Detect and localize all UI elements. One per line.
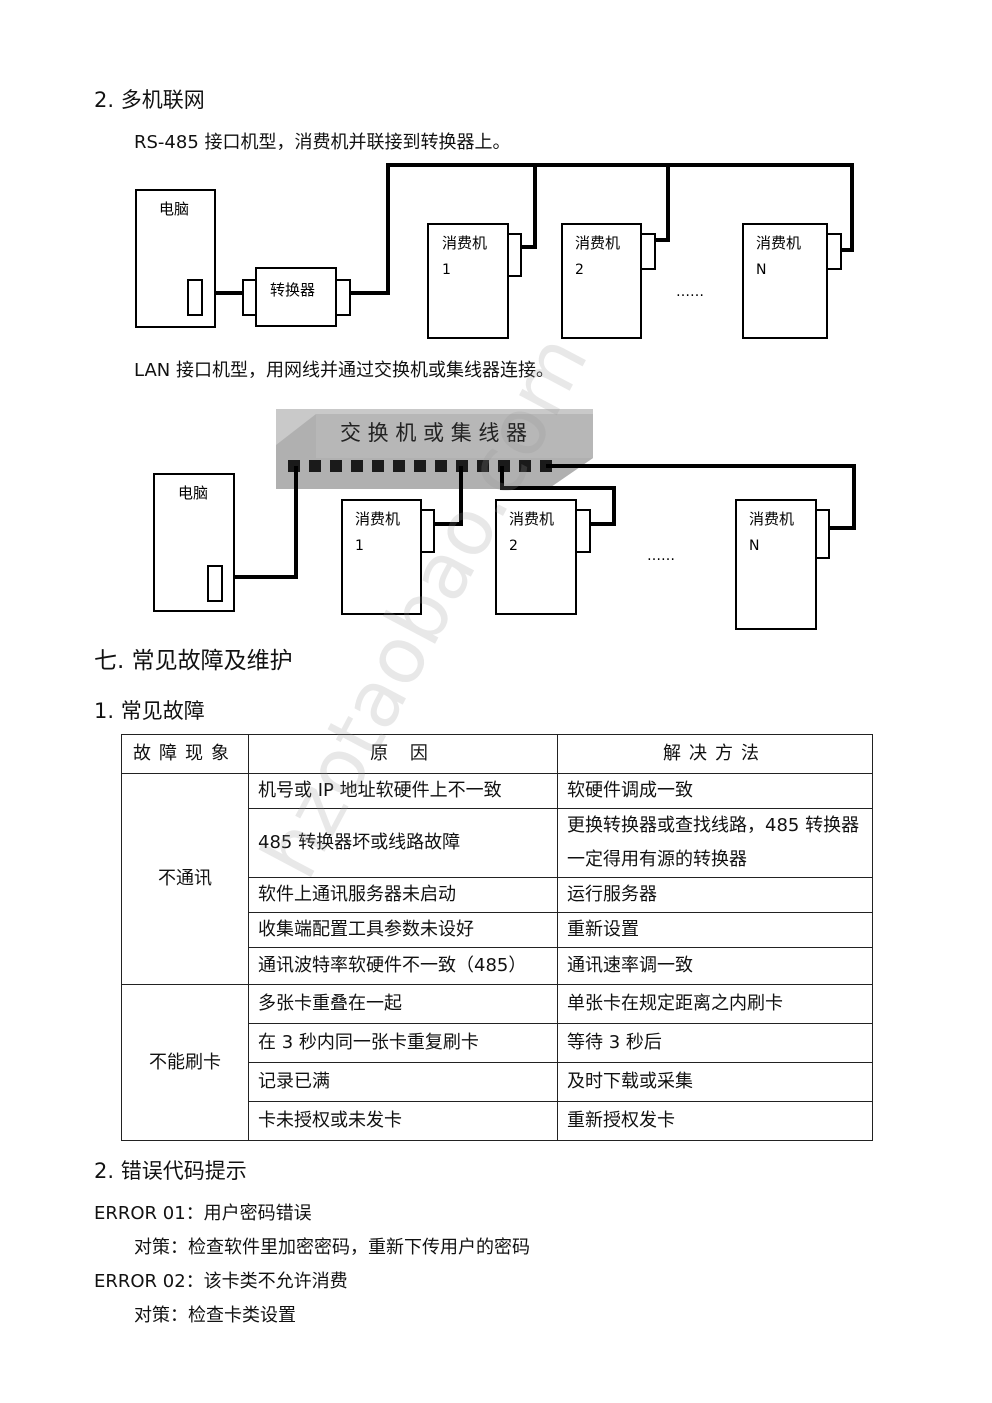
fix-cell: 运行服务器	[557, 877, 873, 913]
converter-port-right	[335, 279, 351, 316]
fix-cell: 及时下载或采集	[557, 1062, 873, 1102]
column-header: 解决方法	[557, 734, 873, 774]
fault-table: 故障现象 原 因 解决方法 不通讯 机号或 IP 地址软硬件上不一致 软硬件调成…	[121, 734, 873, 1141]
machine-port	[507, 233, 522, 277]
error-code: ERROR 01：用户密码错误	[94, 1203, 312, 1224]
machine-port	[815, 509, 830, 559]
ellipsis: ……	[647, 548, 675, 564]
machine-number: 2	[575, 262, 584, 278]
table-row: 通讯波特率软硬件不一致（485） 通讯速率调一致	[122, 947, 873, 985]
machine-box	[561, 223, 642, 339]
machine-label: 消费机	[756, 234, 801, 252]
table-row: 不能刷卡 多张卡重叠在一起 单张卡在规定距离之内刷卡	[121, 984, 873, 1141]
table-row: 软件上通讯服务器未启动 运行服务器	[122, 877, 873, 913]
machine-box	[495, 499, 577, 615]
machine-box	[341, 499, 422, 615]
column-header: 故障现象	[121, 734, 249, 774]
cause-cell: 485 转换器坏或线路故障	[248, 808, 558, 878]
machine-box	[735, 499, 817, 630]
cause-cell: 在 3 秒内同一张卡重复刷卡	[248, 1023, 558, 1063]
machine-number: N	[756, 262, 766, 278]
table-row: 卡未授权或未发卡 重新授权发卡	[122, 1101, 873, 1141]
lan-diagram: 交 换 机 或 集 线 器 电脑 消费机 1 消费机 2 …… 消费机 N	[153, 409, 856, 630]
machine-port	[575, 509, 591, 553]
fix-cell: 单张卡在规定距离之内刷卡	[557, 984, 873, 1024]
fault-category: 不能刷卡	[121, 984, 249, 1141]
cause-cell: 软件上通讯服务器未启动	[248, 877, 558, 913]
fix-cell: 通讯速率调一致	[557, 947, 873, 985]
ellipsis: ……	[676, 284, 704, 300]
error-code: ERROR 02：该卡类不允许消费	[94, 1271, 348, 1292]
error-solution: 对策：检查卡类设置	[134, 1305, 296, 1326]
pc-label: 电脑	[178, 484, 208, 502]
cause-cell: 卡未授权或未发卡	[248, 1101, 558, 1141]
machine-box	[742, 223, 828, 339]
machine-port	[640, 233, 656, 270]
table-row: 收集端配置工具参数未设好 重新设置	[122, 912, 873, 948]
fix-cell: 软硬件调成一致	[557, 773, 873, 809]
fix-cell: 重新授权发卡	[557, 1101, 873, 1141]
switch-ports	[288, 460, 552, 472]
cause-cell: 多张卡重叠在一起	[248, 984, 558, 1024]
cause-cell: 机号或 IP 地址软硬件上不一致	[248, 773, 558, 809]
cause-cell: 收集端配置工具参数未设好	[248, 912, 558, 948]
machine-label: 消费机	[575, 234, 620, 252]
switch-label: 交 换 机 或 集 线 器	[340, 421, 527, 445]
section-heading-multi: 2. 多机联网	[94, 88, 205, 112]
subheading-error-codes: 2. 错误代码提示	[94, 1159, 247, 1183]
subheading-common-faults: 1. 常见故障	[94, 699, 205, 723]
pc-label: 电脑	[159, 200, 189, 218]
machine-label: 消费机	[442, 234, 487, 252]
section-heading-7: 七. 常见故障及维护	[94, 648, 293, 674]
fault-category: 不通讯	[121, 773, 249, 985]
lan-cables	[222, 464, 856, 579]
fix-cell: 等待 3 秒后	[557, 1023, 873, 1063]
machine-label: 消费机	[355, 510, 400, 528]
fix-cell: 更换转换器或查找线路，485 转换器一定得用有源的转换器	[557, 808, 873, 878]
machine-box	[427, 223, 509, 339]
machine-label: 消费机	[509, 510, 554, 528]
pc-port	[187, 279, 203, 316]
machine-number: 2	[509, 538, 518, 554]
table-row: 485 转换器坏或线路故障 更换转换器或查找线路，485 转换器一定得用有源的转…	[122, 808, 873, 878]
lan-description: LAN 接口机型，用网线并通过交换机或集线器连接。	[134, 360, 554, 381]
converter-label: 转换器	[270, 281, 315, 299]
table-row: 在 3 秒内同一张卡重复刷卡 等待 3 秒后	[122, 1023, 873, 1063]
pc-port	[207, 565, 223, 602]
fix-cell: 重新设置	[557, 912, 873, 948]
machine-number: N	[749, 538, 759, 554]
machine-number: 1	[355, 538, 364, 554]
rs485-description: RS-485 接口机型，消费机并联接到转换器上。	[134, 132, 511, 153]
table-row: 不通讯 机号或 IP 地址软硬件上不一致 软硬件调成一致	[121, 773, 873, 985]
error-solution: 对策：检查软件里加密密码，重新下传用户的密码	[134, 1237, 530, 1258]
machine-port	[826, 233, 842, 270]
column-header: 原 因	[248, 734, 558, 774]
machine-port	[420, 509, 435, 553]
switch-top	[316, 414, 593, 458]
rs485-diagram: 电脑 转换器 消费机 1 消费机 2 …… 消费机 N	[135, 163, 854, 339]
converter-port-left	[242, 279, 257, 316]
machine-label: 消费机	[749, 510, 794, 528]
cause-cell: 记录已满	[248, 1062, 558, 1102]
table-header-row: 故障现象 原 因 解决方法	[121, 734, 873, 774]
machine-number: 1	[442, 262, 451, 278]
cause-cell: 通讯波特率软硬件不一致（485）	[248, 947, 558, 985]
